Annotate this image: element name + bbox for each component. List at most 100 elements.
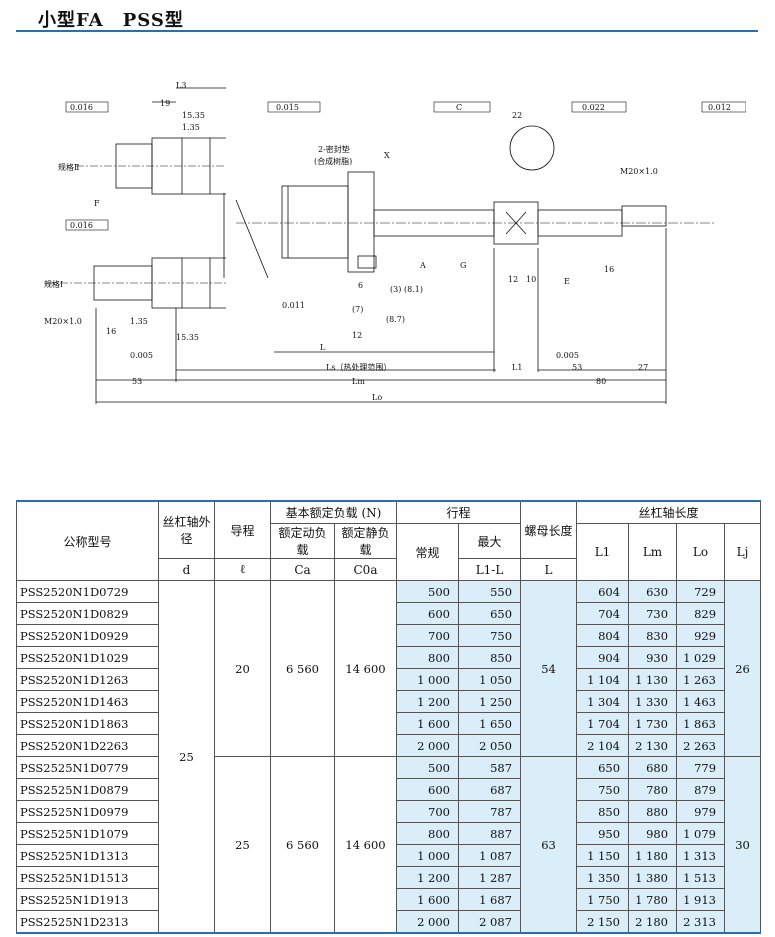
stroke-normal-cell: 1 000 (396, 668, 459, 691)
l1-cell: 750 (576, 778, 630, 801)
dimension-label: (7) (352, 305, 363, 314)
spec-label: 规格Ⅱ (58, 162, 79, 172)
lo-cell: 729 (676, 580, 726, 603)
dimension-label: 53 (132, 377, 142, 386)
stroke-normal-cell: 1 000 (396, 844, 459, 867)
lm-cell: 1 780 (628, 888, 678, 911)
header-stroke: 行程 (395, 500, 522, 524)
spec-table-grid: 公称型号 丝杠轴外径 导程 基本额定负载 (N) 行程 螺母长度 丝杠轴长度 额… (16, 500, 762, 934)
model-cell: PSS2525N1D1513 (16, 866, 159, 889)
stroke-normal-cell: 1 600 (396, 888, 459, 911)
stroke-max-cell: 787 (457, 800, 522, 823)
lm-cell: 1 380 (628, 866, 678, 889)
dimension-label: 19 (160, 99, 170, 108)
lm-cell: 1 180 (628, 844, 678, 867)
seal-label: (合成树脂) (314, 156, 352, 166)
lm-cell: 930 (628, 646, 678, 669)
tolerance-label: 0.016 (70, 103, 93, 112)
lm-cell: 780 (628, 778, 678, 801)
lm-cell: 730 (628, 602, 678, 625)
lo-cell: 1 463 (676, 690, 726, 713)
dimension-label: 12 (352, 331, 362, 340)
dia-cell: 25 (158, 580, 215, 934)
lo-cell: 2 263 (676, 734, 726, 757)
lm-cell: 630 (628, 580, 678, 603)
dimension-label: 16 (106, 327, 116, 336)
datum-label: G (460, 261, 466, 270)
lj-cell: 26 (724, 580, 762, 757)
dimension-label: L3 (176, 81, 186, 90)
stroke-normal-cell: 700 (396, 800, 459, 823)
tolerance-label: 0.005 (556, 351, 579, 360)
lo-cell: 2 313 (676, 910, 726, 934)
header-lm: Lm (628, 523, 678, 581)
ca-cell: 6 560 (270, 756, 335, 934)
lj-cell: 30 (724, 756, 762, 934)
lm-cell: 1 130 (628, 668, 678, 691)
stroke-normal-cell: 600 (396, 602, 459, 625)
lo-cell: 1 913 (676, 888, 726, 911)
stroke-max-cell: 1 050 (457, 668, 522, 691)
lo-cell: 1 513 (676, 866, 726, 889)
l1-cell: 804 (576, 624, 630, 647)
stroke-normal-cell: 2 000 (396, 734, 459, 757)
model-cell: PSS2520N1D1263 (16, 668, 159, 691)
tolerance-label: 0.011 (282, 301, 305, 310)
thread-label: M20×1.0 (44, 317, 82, 326)
dimension-label: Lo (372, 393, 382, 402)
lm-cell: 680 (628, 756, 678, 779)
header-nut-sym: L (520, 558, 578, 581)
stroke-normal-cell: 1 200 (396, 690, 459, 713)
lo-cell: 1 079 (676, 822, 726, 845)
dimension-label: 80 (596, 377, 606, 386)
header-shaft: 丝杠轴长度 (576, 500, 762, 524)
stroke-max-cell: 1 687 (457, 888, 522, 911)
model-cell: PSS2520N1D1863 (16, 712, 159, 735)
stroke-max-cell: 1 250 (457, 690, 522, 713)
model-cell: PSS2525N1D0779 (16, 756, 159, 779)
l1-cell: 704 (576, 602, 630, 625)
view-mark: X (384, 151, 390, 160)
tolerance-label: 0.015 (276, 103, 299, 112)
stroke-normal-cell: 800 (396, 822, 459, 845)
page-title: 小型FA PSS型 (38, 10, 184, 31)
tolerance-label: 0.012 (708, 103, 731, 112)
lm-cell: 830 (628, 624, 678, 647)
header-max-sym: L1-L (457, 558, 522, 581)
lo-cell: 1 313 (676, 844, 726, 867)
dimension-label: 22 (512, 111, 522, 120)
dimension-label: L1 (512, 363, 522, 372)
stroke-normal-cell: 600 (396, 778, 459, 801)
stroke-max-cell: 1 087 (457, 844, 522, 867)
l1-cell: 604 (576, 580, 630, 603)
model-cell: PSS2520N1D2263 (16, 734, 159, 757)
header-lead-sym: ℓ (214, 558, 271, 581)
header-model: 公称型号 (16, 500, 159, 581)
stroke-max-cell: 1 650 (457, 712, 522, 735)
stroke-normal-cell: 500 (396, 580, 459, 603)
dimension-label: 27 (638, 363, 648, 372)
header-normal: 常规 (396, 523, 459, 581)
l1-cell: 1 704 (576, 712, 630, 735)
stroke-max-cell: 2 050 (457, 734, 522, 757)
header-dyn: 额定动负载 (270, 523, 335, 559)
lo-cell: 879 (676, 778, 726, 801)
datum-label: F (94, 199, 100, 208)
model-cell: PSS2525N1D1079 (16, 822, 159, 845)
dimension-label: 15.35 (176, 333, 199, 342)
dimension-label: Ls（热处理范围） (326, 362, 391, 372)
lo-cell: 779 (676, 756, 726, 779)
l1-cell: 2 150 (576, 910, 630, 934)
lo-cell: 1 029 (676, 646, 726, 669)
model-cell: PSS2525N1D0879 (16, 778, 159, 801)
